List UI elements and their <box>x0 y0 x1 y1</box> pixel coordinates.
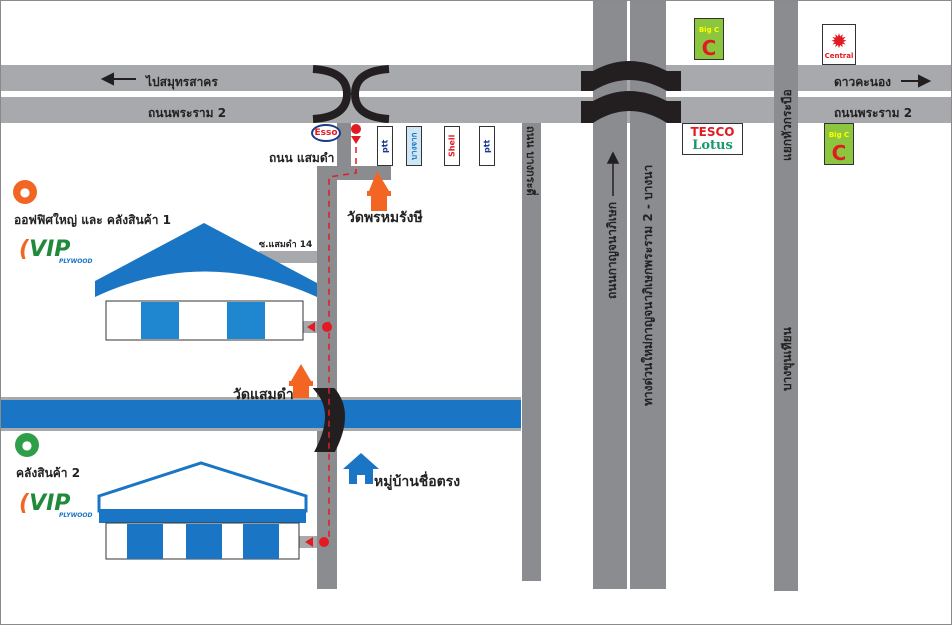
label-to-samut-sakhon: ไปสมุทรสาคร <box>146 75 218 89</box>
shell-logo: Shell <box>444 126 460 166</box>
route-marker-office <box>322 322 332 332</box>
route-arrow-warehouse <box>305 537 313 547</box>
vip-logo-text: VIP <box>29 237 71 262</box>
building-warehouse-band <box>99 509 306 523</box>
tesco-text: TESCO <box>690 125 735 139</box>
building-office-roof <box>95 223 317 297</box>
central-logo: ✹Central <box>822 24 856 65</box>
road-bang-kradi <box>522 123 541 581</box>
central-sun-icon: ✹ <box>830 28 848 53</box>
arrow-up-icon <box>606 151 620 196</box>
location-pin-icon: ● <box>15 433 39 457</box>
label-rama2-right: ถนนพระราม 2 <box>834 106 913 120</box>
road-upper <box>1 65 951 91</box>
esso-logo: Esso <box>311 124 341 142</box>
label-warehouse-2: คลังสินค้า 2 <box>16 466 81 480</box>
bridge <box>312 388 345 452</box>
interchange-left <box>312 65 352 123</box>
temple-samae-dam-icon <box>289 364 313 398</box>
building-warehouse-door <box>127 524 163 559</box>
building-warehouse-door <box>186 524 222 559</box>
road-hua-krabue <box>774 1 798 591</box>
building-office-door <box>227 302 265 339</box>
overpass-lower <box>581 91 681 123</box>
label-soi-14: ซ.แสมดำ 14 <box>259 240 313 250</box>
label-hua-krabue: แยกหัวกระบือ <box>780 89 794 161</box>
bangchak-logo: บางจาก <box>406 126 422 166</box>
route-start-marker <box>351 124 361 134</box>
label-village: หมู่บ้านชื่อตรง <box>374 474 461 490</box>
building-office <box>105 300 304 341</box>
ptt-logo: ptt <box>479 126 495 166</box>
arrow-left-icon <box>100 72 136 86</box>
route-down-arrow <box>351 136 361 144</box>
plywood-logo-text: PLYWOOD <box>59 258 93 265</box>
interchange-right <box>350 65 390 123</box>
arrow-right-icon <box>901 74 932 88</box>
location-pin-icon: ● <box>13 180 37 204</box>
label-office-1: ออฟฟิศใหญ่ และ คลังสินค้า 1 <box>14 213 171 227</box>
temple-phrom-rangsi-icon <box>367 171 391 211</box>
route-line <box>328 136 357 541</box>
plywood-logo-text: PLYWOOD <box>59 512 93 519</box>
central-logo-text: Central <box>824 51 854 60</box>
label-bang-kradi: ถนน บางกระดี่ <box>524 126 537 196</box>
route-arrow-office <box>307 322 315 332</box>
label-bang-khun-thian: บางขุนเทียน <box>780 327 794 391</box>
label-samae-dam: ถนน แสมดำ <box>269 151 335 165</box>
bigc-logo-text: Big C <box>828 131 850 139</box>
lotus-text: Lotus <box>692 138 733 153</box>
bigc-logo-text: Big C <box>698 26 720 34</box>
building-office-door <box>141 302 179 339</box>
house-icon <box>343 453 379 484</box>
road-samae-dam-top <box>337 123 351 173</box>
river-water <box>1 400 521 428</box>
road-samae-dam <box>317 166 337 589</box>
label-wat-phrom-rangsi: วัดพรหมรังษี <box>347 210 423 226</box>
road-rama2 <box>1 97 951 123</box>
vip-logo-text: VIP <box>29 491 71 516</box>
label-rama2-left: ถนนพระราม 2 <box>148 106 227 120</box>
label-kanchanaphisek: ถนนกาญจนาภิเษก <box>605 201 619 299</box>
ptt-logo: ptt <box>377 126 393 166</box>
building-warehouse-roof <box>97 461 308 513</box>
overpass-upper <box>581 61 681 91</box>
building-warehouse-door <box>243 524 279 559</box>
route-marker-warehouse <box>319 537 329 547</box>
label-dao-khanong: ดาวคะนอง <box>834 75 892 89</box>
label-expressway: ทางด่วนใหม่กาญจนาภิเษกพระราม 2 - บางนา <box>641 164 655 406</box>
label-wat-samae-dam: วัดแสมดำ <box>233 387 294 403</box>
